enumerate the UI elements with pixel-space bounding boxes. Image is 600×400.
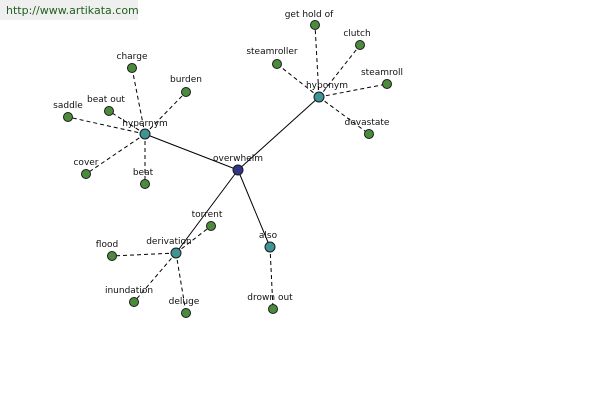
edge-hyponym-word bbox=[276, 63, 320, 98]
word-label: charge bbox=[117, 52, 148, 62]
edge-hyponym-word bbox=[318, 96, 370, 135]
word-node bbox=[355, 40, 365, 50]
word-node bbox=[268, 304, 278, 314]
word-node bbox=[63, 112, 73, 122]
relation-label-hyponym: hyponym bbox=[306, 81, 348, 91]
word-label: torrent bbox=[192, 210, 223, 220]
word-node bbox=[382, 79, 392, 89]
edge-hypernym-word bbox=[131, 67, 146, 135]
word-label: devastate bbox=[345, 118, 390, 128]
edge-derivation-word bbox=[133, 252, 177, 303]
word-label: drown out bbox=[247, 293, 293, 303]
word-node bbox=[206, 221, 216, 231]
relation-label-derivation: derivation bbox=[146, 237, 192, 247]
word-label: clutch bbox=[343, 29, 370, 39]
center-node bbox=[232, 164, 244, 176]
watermark-banner: http://www.artikata.com bbox=[0, 0, 139, 20]
edge-derivation-word bbox=[175, 252, 187, 314]
edge-derivation bbox=[175, 169, 239, 254]
edge-hyponym-word bbox=[318, 83, 388, 98]
word-label: beat bbox=[133, 168, 154, 178]
watermark-url: http://www.artikata.com bbox=[6, 4, 139, 17]
edge-derivation-word bbox=[111, 252, 177, 257]
edge-hypernym-word bbox=[144, 91, 187, 135]
word-label: inundation bbox=[105, 286, 153, 296]
edge-hypernym-word bbox=[108, 110, 146, 135]
word-label: beat out bbox=[87, 95, 125, 105]
edge-derivation-word bbox=[175, 225, 212, 254]
edge-hypernym-word bbox=[67, 116, 146, 135]
relation-node-hypernym bbox=[139, 128, 151, 140]
word-label: steamroller bbox=[246, 47, 298, 57]
word-label: get hold of bbox=[285, 10, 334, 20]
word-node bbox=[310, 20, 320, 30]
edge-hyponym-word bbox=[314, 24, 320, 98]
relation-node-derivation bbox=[170, 247, 182, 259]
word-node bbox=[127, 63, 137, 73]
word-label: burden bbox=[170, 75, 202, 85]
edge-also-word bbox=[269, 246, 274, 310]
word-label: cover bbox=[73, 158, 98, 168]
edge-also bbox=[237, 169, 271, 248]
word-label: saddle bbox=[53, 101, 83, 111]
center-label: overwhelm bbox=[213, 154, 263, 164]
edge-hypernym-word bbox=[85, 133, 146, 175]
relation-node-also bbox=[264, 241, 276, 253]
edge-hyponym bbox=[237, 96, 320, 171]
word-label: deluge bbox=[169, 297, 200, 307]
relation-label-also: also bbox=[259, 231, 278, 241]
word-node bbox=[272, 59, 282, 69]
word-node bbox=[140, 179, 150, 189]
word-node bbox=[81, 169, 91, 179]
word-label: steamroll bbox=[361, 68, 403, 78]
edge-hypernym bbox=[144, 133, 239, 171]
word-node bbox=[104, 106, 114, 116]
relation-node-hyponym bbox=[313, 91, 325, 103]
word-node bbox=[364, 129, 374, 139]
word-node bbox=[181, 308, 191, 318]
relation-label-hypernym: hypernym bbox=[122, 119, 168, 129]
word-label: flood bbox=[96, 240, 118, 250]
word-node bbox=[129, 297, 139, 307]
word-node bbox=[107, 251, 117, 261]
word-node bbox=[181, 87, 191, 97]
